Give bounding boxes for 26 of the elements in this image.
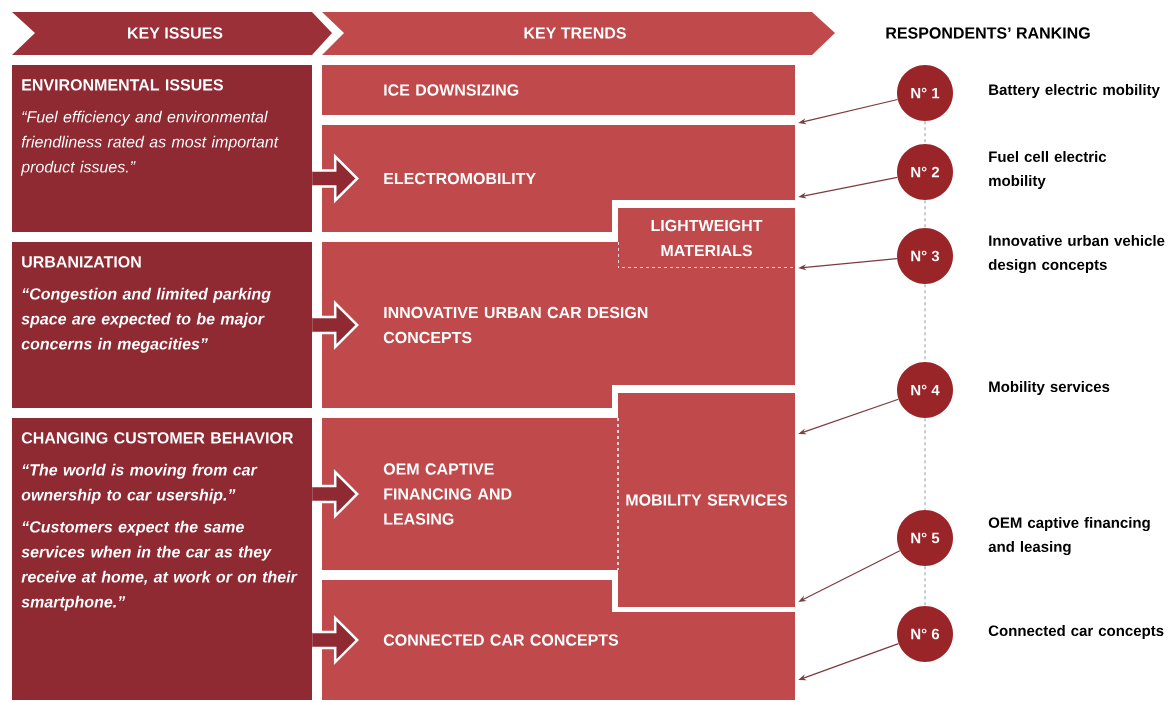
block-arrow	[310, 153, 359, 204]
trend-box: LIGHTWEIGHT MATERIALS	[617, 208, 796, 269]
issue-box: CHANGING CUSTOMER BEHAVIOR “The world is moving from car ownership to car usership.” “Customers expect the same services when in the car as they receive at home, at work or on their smartphone.”	[12, 418, 312, 700]
rank-description: Innovative urban vehicle design concepts	[988, 235, 1165, 274]
dashed-connector	[924, 120, 926, 145]
rank-description: OEM captive financing and leasing	[988, 517, 1150, 556]
dashed-connector	[924, 417, 926, 511]
chevron-header: KEY ISSUES	[12, 12, 332, 55]
issue-box: ENVIRONMENTAL ISSUES “Fuel efficiency and environmental friendliness rated as most important product issues.”	[12, 65, 312, 232]
trend-box: CONNECTED CAR CONCEPTS	[322, 580, 795, 700]
trend-box: ICE DOWNSIZING	[322, 65, 795, 115]
trend-box: MOBILITY SERVICES	[617, 393, 795, 607]
rank-description: Mobility services	[989, 381, 1110, 395]
block-arrow	[310, 300, 359, 351]
issue-box: URBANIZATION “Congestion and limited parking space are expected to be major concerns in megacities”	[12, 242, 312, 408]
dashed-connector	[924, 199, 926, 229]
column-header: RESPONDENTS’ RANKING	[886, 27, 1090, 39]
block-arrow	[310, 469, 359, 520]
dashed-connector	[924, 565, 926, 607]
chevron-header: KEY TRENDS	[322, 12, 835, 55]
rank-description: Connected car concepts	[988, 625, 1164, 639]
node-label: OEM CAPTIVE FINANCING AND LEASING	[383, 463, 512, 525]
rank-description: Battery electric mobility	[989, 84, 1160, 98]
rank-description: Fuel cell electric mobility	[989, 151, 1107, 189]
trend-box: OEM CAPTIVE FINANCING AND LEASING	[322, 418, 618, 570]
block-arrow	[310, 615, 359, 666]
